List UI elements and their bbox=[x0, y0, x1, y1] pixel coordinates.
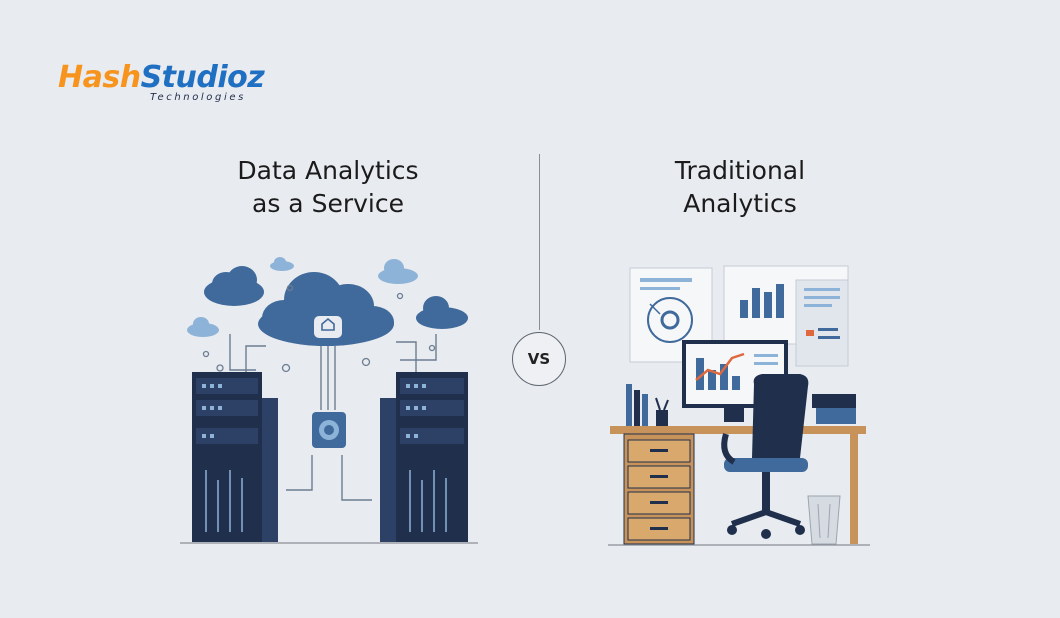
right-heading-line1: Traditional bbox=[674, 156, 806, 185]
brand-logo-text-orange: ash bbox=[82, 60, 141, 95]
cloud-icon bbox=[378, 259, 418, 284]
cloud-icon bbox=[204, 266, 264, 306]
right-heading: Traditional Analytics bbox=[580, 154, 900, 220]
office-desk-illustration bbox=[608, 265, 870, 546]
trash-bin-icon bbox=[807, 495, 841, 545]
brand-logo-subtitle: Technologies bbox=[150, 92, 246, 103]
brand-logo-wordmark: HashStudioz bbox=[58, 56, 265, 100]
vs-label: VS bbox=[527, 350, 551, 368]
left-heading: Data Analytics as a Service bbox=[168, 154, 488, 220]
cloud-icon bbox=[258, 272, 394, 346]
left-heading-line2: as a Service bbox=[252, 189, 404, 218]
cloud-icon bbox=[416, 296, 468, 329]
cloud-icon bbox=[270, 257, 294, 271]
cloud-servers-illustration bbox=[180, 257, 478, 544]
right-heading-line2: Analytics bbox=[683, 189, 797, 218]
mug-icon bbox=[655, 397, 669, 426]
brand-logo: HashStudioz Technologies bbox=[58, 56, 278, 112]
center-divider bbox=[539, 154, 540, 330]
poster-right bbox=[723, 265, 849, 367]
chair-icon bbox=[721, 374, 809, 539]
home-icon bbox=[314, 316, 342, 338]
chip-icon bbox=[312, 412, 346, 448]
cloud-icon bbox=[187, 317, 219, 337]
desk-icon bbox=[610, 426, 866, 545]
vs-badge: VS bbox=[512, 332, 566, 386]
server-rack-icon bbox=[380, 372, 468, 542]
left-heading-line1: Data Analytics bbox=[237, 156, 419, 185]
brand-logo-text-blue: Studioz bbox=[140, 60, 265, 95]
book bbox=[634, 390, 640, 426]
brand-logo-mark: H bbox=[58, 60, 83, 95]
book bbox=[626, 384, 632, 426]
book bbox=[642, 394, 648, 426]
server-rack-icon bbox=[192, 372, 278, 542]
